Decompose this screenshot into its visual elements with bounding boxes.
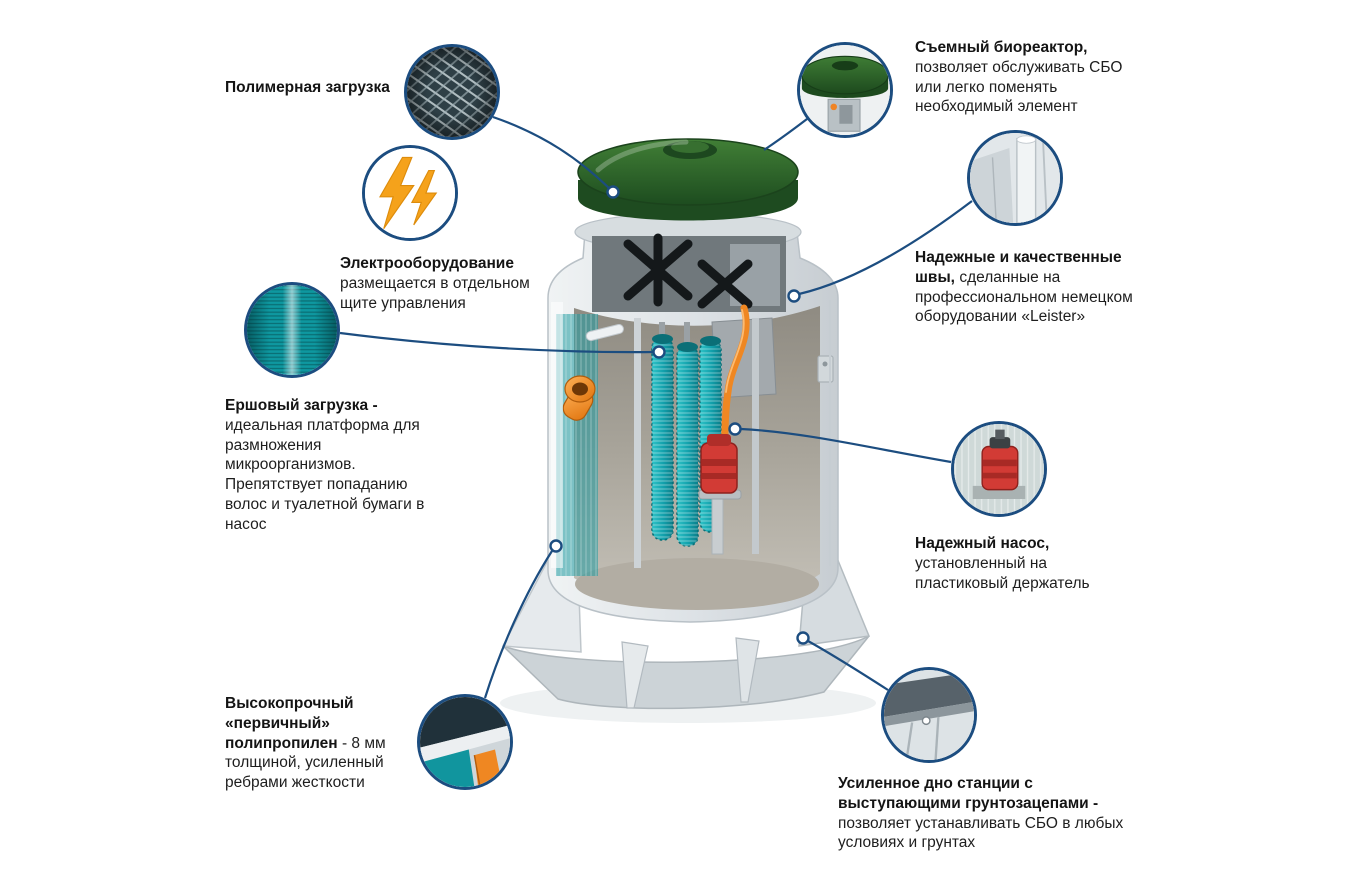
callout-body: позволяет обслуживать СБО или легко поме… (915, 58, 1123, 116)
green-lid-icon (800, 45, 890, 135)
callout-label-seams: Надежные и качественные швы, сделанные н… (915, 248, 1163, 327)
brush-texture-icon (247, 285, 337, 375)
callout-body: размещается в отдельном щите управления (340, 274, 530, 312)
anchor-dot (787, 289, 801, 303)
callout-circle-seams (967, 130, 1063, 226)
callout-title: Усиленное дно станции с выступающими гру… (838, 775, 1099, 812)
callout-title: Электрооборудование (340, 255, 514, 272)
callout-label-electrics: Электрооборудование размещается в отдель… (340, 254, 535, 313)
pump-detail-icon (954, 424, 1044, 514)
callout-body: идеальная платформа для размножения микр… (225, 416, 425, 533)
callout-body: установленный на пластиковый держатель (915, 554, 1090, 592)
callout-circle-pump (951, 421, 1047, 517)
mesh-texture-icon (407, 47, 497, 137)
seam-detail-icon (970, 133, 1060, 223)
callout-body: позволяет устанавливать СБО в любых усло… (838, 814, 1124, 852)
callout-body: сделанные на профессиональном немецком о… (915, 268, 1133, 326)
callout-title: Высокопрочный «первичный» полипропилен (225, 695, 354, 752)
inlet-pipe (562, 375, 596, 421)
callout-circle-polypropylene (417, 694, 513, 790)
green-lid (577, 138, 799, 221)
callout-title: Ершовый загрузка - (225, 397, 378, 414)
callout-circle-bottom (881, 667, 977, 763)
anchor-dot (652, 345, 666, 359)
callout-title: Полимерная загрузка (225, 79, 390, 96)
connector-lines (339, 115, 973, 699)
callout-title: Надежные и качественные швы, (915, 249, 1122, 286)
callout-label-bioreactor: Съемный биореактор, позволяет обслуживат… (915, 38, 1140, 117)
callout-label-bottom: Усиленное дно станции с выступающими гру… (838, 774, 1143, 853)
callout-body: - 8 мм толщиной, усиленный ребрами жестк… (225, 734, 386, 792)
septic-tank (500, 138, 876, 723)
anchor-dot (796, 631, 810, 645)
bioreactor-rotors (623, 233, 753, 309)
anchor-dot (606, 185, 620, 199)
wall-cutaway-icon (420, 697, 510, 787)
callout-circle-bioreactor (797, 42, 893, 138)
callout-circle-brush-load (244, 282, 340, 378)
callout-label-polymer: Полимерная загрузка (225, 78, 425, 98)
bottom-detail-icon (884, 670, 974, 760)
callout-title: Надежный насос, (915, 535, 1050, 552)
callout-circle-electrics (362, 145, 458, 241)
lightning-icon (365, 148, 455, 238)
anchor-dot (549, 539, 563, 553)
anchor-dot (728, 422, 742, 436)
callout-label-brush-load: Ершовый загрузка - идеальная платформа д… (225, 396, 440, 535)
callout-label-pump: Надежный насос, установленный на пластик… (915, 534, 1110, 593)
pump (698, 434, 742, 555)
callout-circle-polymer (404, 44, 500, 140)
callout-label-polypropylene: Высокопрочный «первичный» полипропилен -… (225, 694, 403, 793)
callout-title: Съемный биореактор, (915, 39, 1088, 56)
